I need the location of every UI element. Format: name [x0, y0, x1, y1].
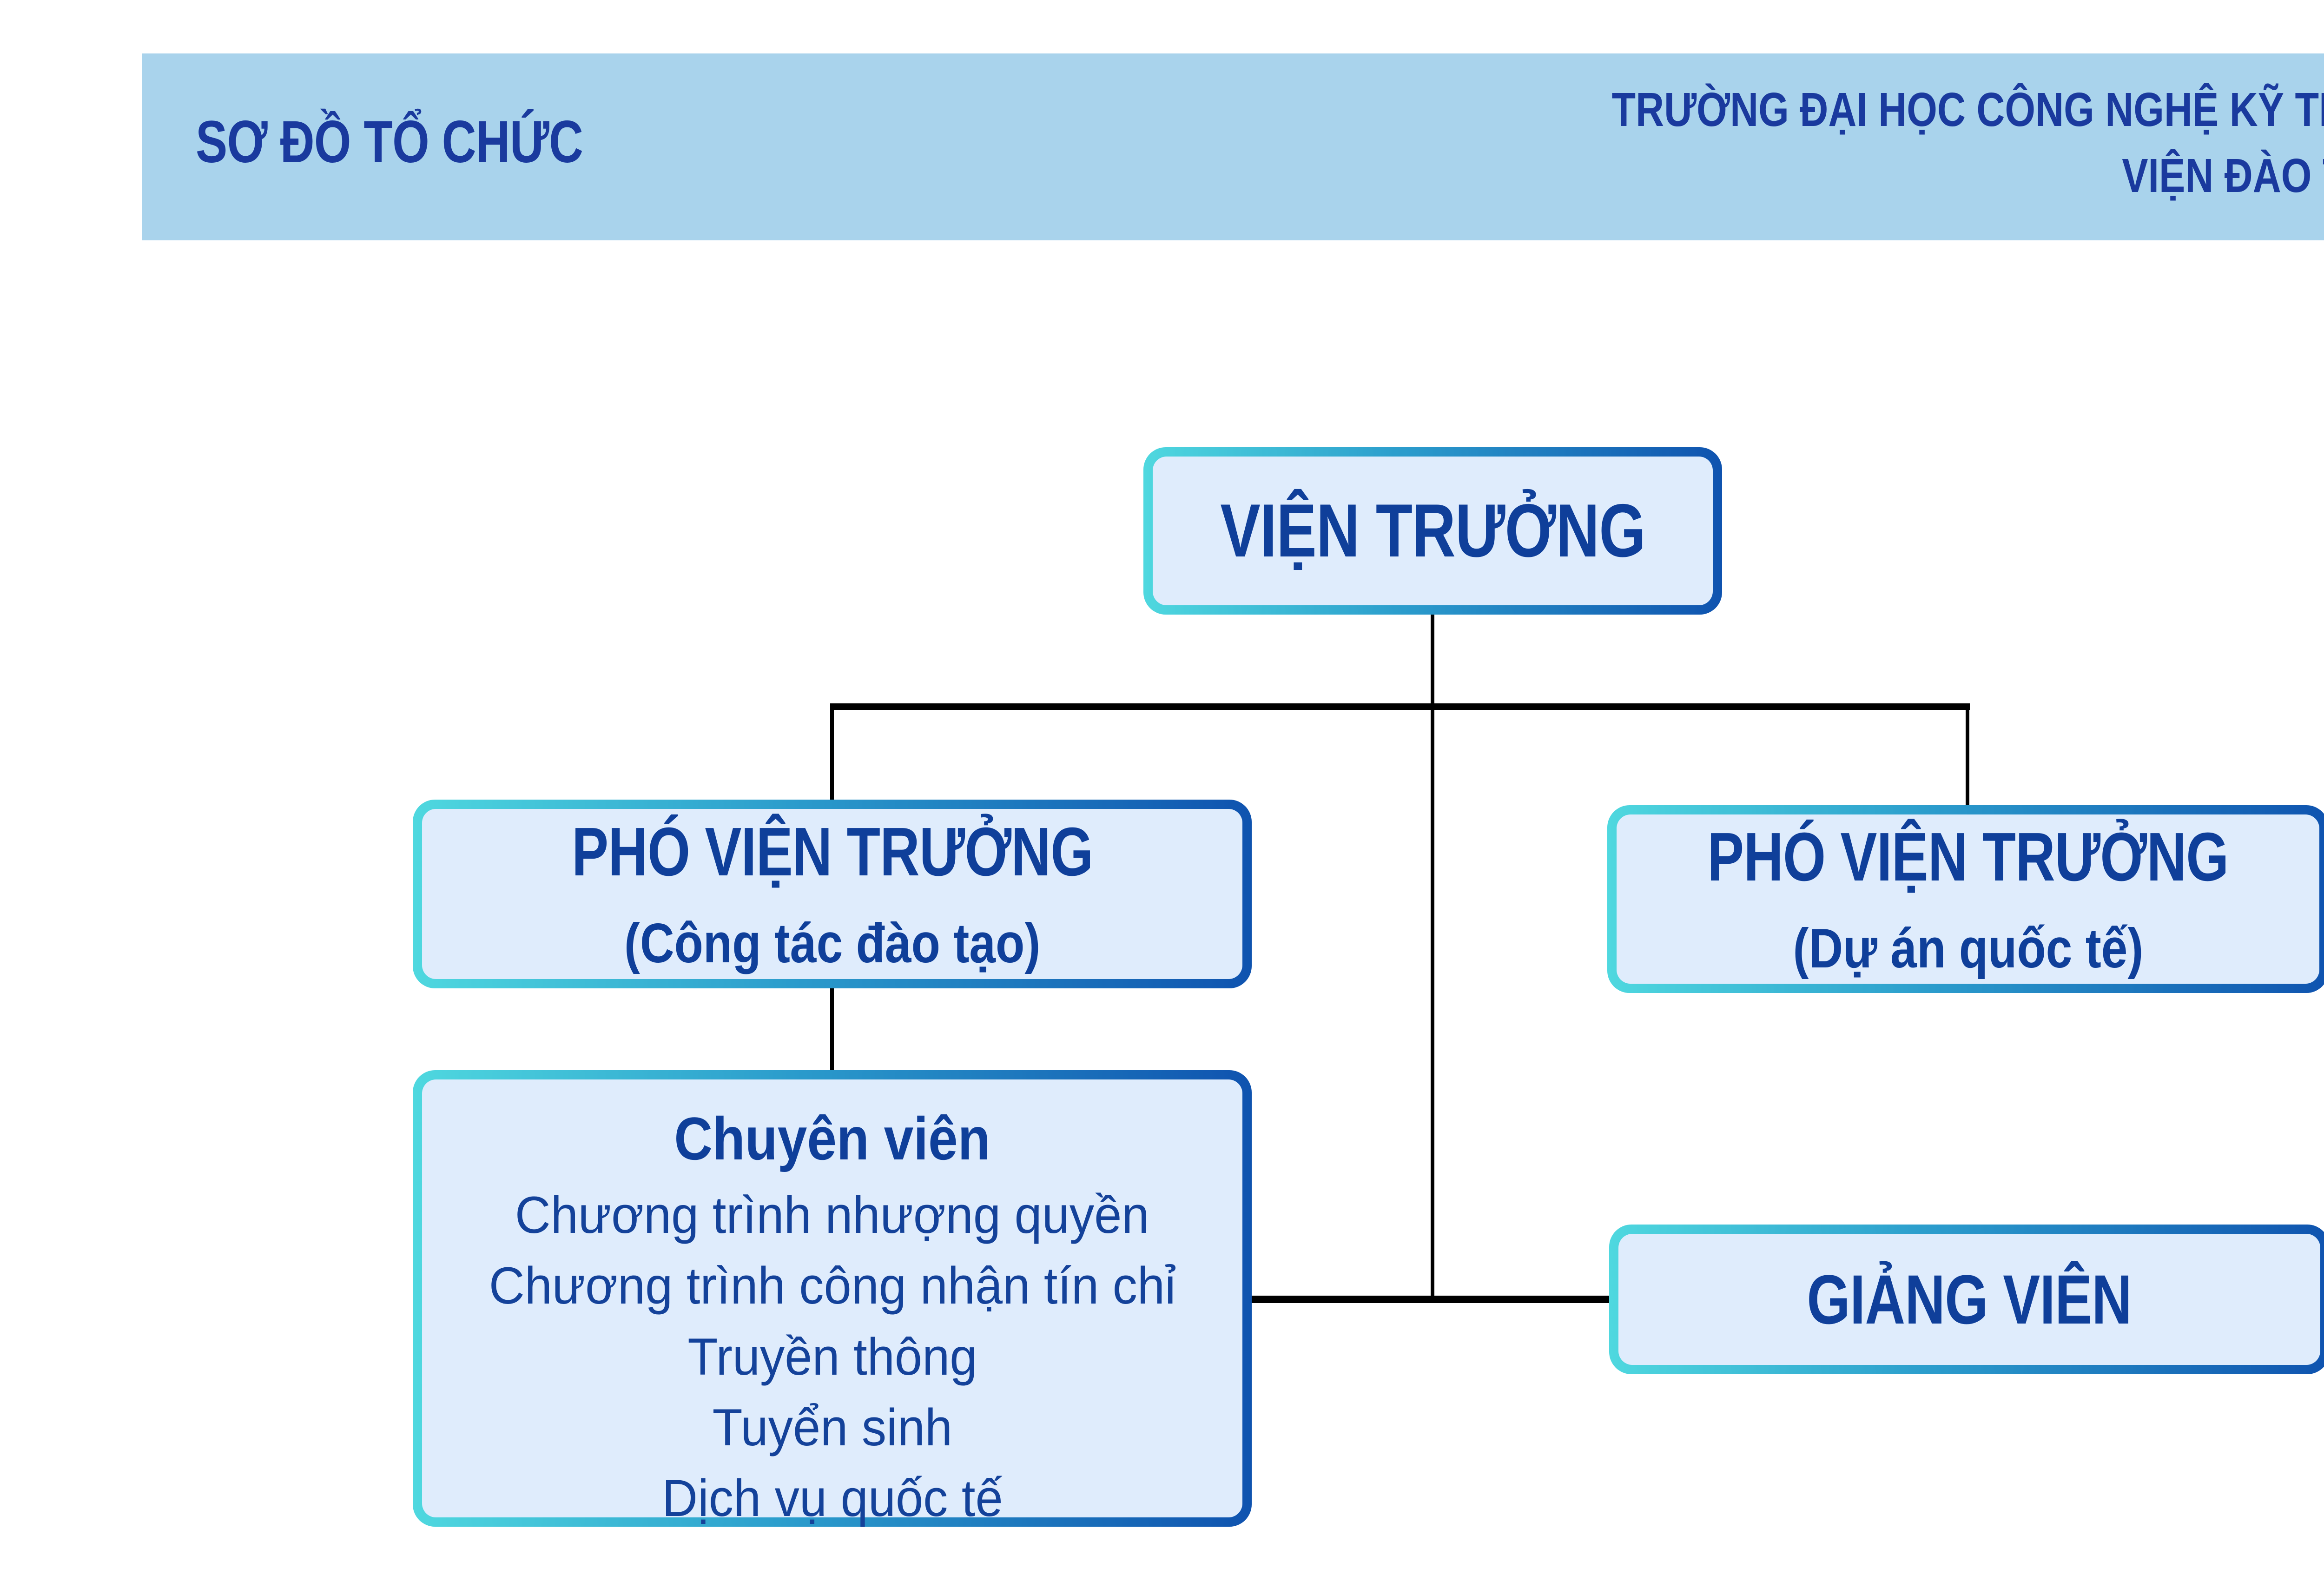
node-pho-du-an-subtitle: (Dự án quốc tế) — [1793, 917, 2143, 980]
node-pho-du-an-title: PHÓ VIỆN TRƯỞNG — [1707, 819, 2229, 895]
connector-right-drop — [1966, 703, 1969, 807]
org-name-line-2: VIỆN ĐÀO TẠO QUỐC TẾ — [2121, 149, 2324, 202]
node-chuyen-vien-title: Chuyên viên — [674, 1105, 990, 1172]
node-pho-dao-tao-subtitle: (Công tác đào tạo) — [624, 912, 1041, 974]
chuyen-vien-item: Truyền thông — [687, 1327, 977, 1386]
node-vien-truong-title: VIỆN TRƯỞNG — [1220, 489, 1646, 573]
node-pho-vien-truong-du-an: PHÓ VIỆN TRƯỞNG (Dự án quốc tế) — [1607, 805, 2324, 993]
node-pho-dao-tao-title: PHÓ VIỆN TRƯỞNG — [571, 814, 1093, 890]
node-chuyen-vien: Chuyên viên Chương trình nhượng quyền Ch… — [413, 1070, 1252, 1527]
chuyen-vien-item: Chương trình công nhận tín chỉ — [489, 1257, 1176, 1315]
connector-pho-to-chuyen-vien — [830, 987, 834, 1071]
connector-left-drop — [830, 703, 834, 801]
chuyen-vien-item: Tuyển sinh — [712, 1398, 952, 1456]
connector-horizontal-bottom — [1251, 1296, 1611, 1303]
node-pho-vien-truong-dao-tao: PHÓ VIỆN TRƯỞNG (Công tác đào tạo) — [413, 800, 1252, 988]
org-name-block: TRƯỜNG ĐẠI HỌC CÔNG NGHỆ KỸ THUẬT TP. HC… — [1611, 77, 2324, 209]
header-bar: SƠ ĐỒ TỔ CHỨC TRƯỜNG ĐẠI HỌC CÔNG NGHỆ K… — [142, 53, 2324, 240]
org-name-line-1: TRƯỜNG ĐẠI HỌC CÔNG NGHỆ KỸ THUẬT TP. HC… — [1611, 82, 2324, 136]
node-giang-vien: GIẢNG VIÊN — [1609, 1225, 2324, 1374]
connector-center-long — [1431, 708, 1434, 1299]
connector-horizontal-top — [830, 703, 1970, 710]
node-vien-truong: VIỆN TRƯỞNG — [1143, 447, 1722, 615]
node-giang-vien-title: GIẢNG VIÊN — [1807, 1260, 2133, 1338]
connector-vien-truong-down — [1431, 613, 1434, 706]
chuyen-vien-item: Dịch vụ quốc tế — [661, 1469, 1003, 1528]
page-title: SƠ ĐỒ TỔ CHỨC — [196, 108, 583, 175]
chuyen-vien-item: Chương trình nhượng quyền — [515, 1186, 1149, 1244]
